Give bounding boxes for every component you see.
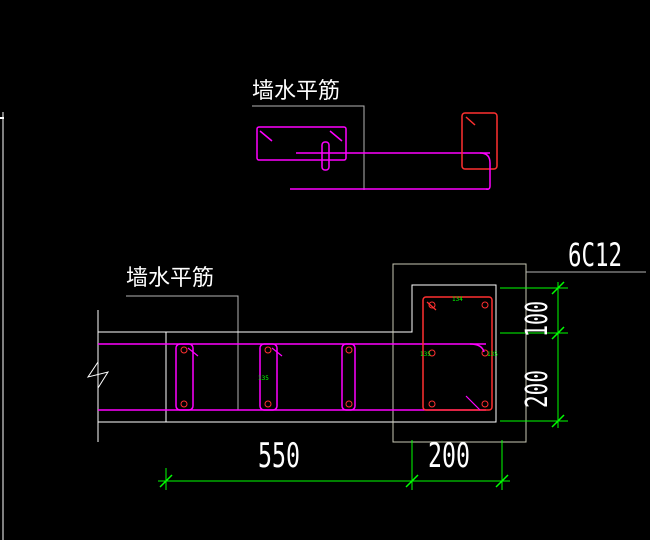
bottom-leader-line — [126, 295, 239, 410]
top-bar-bend — [479, 152, 491, 190]
dim-550: 550 — [258, 436, 300, 476]
dim-200-vertical: 200 — [520, 370, 555, 408]
top-left-stirrup — [256, 126, 347, 161]
column-text-left: 135 — [420, 351, 431, 358]
rebar-spec: 6C12 — [568, 236, 622, 274]
wall-tie-3 — [341, 343, 356, 411]
top-right-stirrup — [461, 112, 498, 170]
top-leader-line — [252, 105, 365, 190]
wall-outline — [98, 284, 497, 423]
top-right-hook — [465, 116, 476, 126]
column-text-right: 135 — [487, 351, 498, 358]
break-symbol — [86, 361, 110, 389]
wall-tie-2 — [259, 343, 278, 411]
wall-tie-1 — [175, 343, 194, 411]
dim-200-horizontal: 200 — [428, 436, 470, 476]
bottom-label: 墙水平筋 — [126, 266, 214, 291]
top-left-hook-2 — [329, 130, 343, 142]
top-left-hook — [259, 130, 273, 142]
top-tie — [321, 141, 330, 171]
tie-text: 135 — [258, 375, 269, 382]
top-label: 墙水平筋 — [252, 79, 340, 104]
column-text-top: 134 — [452, 296, 463, 303]
column-stirrup — [422, 296, 493, 411]
column-outline — [392, 263, 527, 443]
dim-100: 100 — [520, 301, 555, 337]
